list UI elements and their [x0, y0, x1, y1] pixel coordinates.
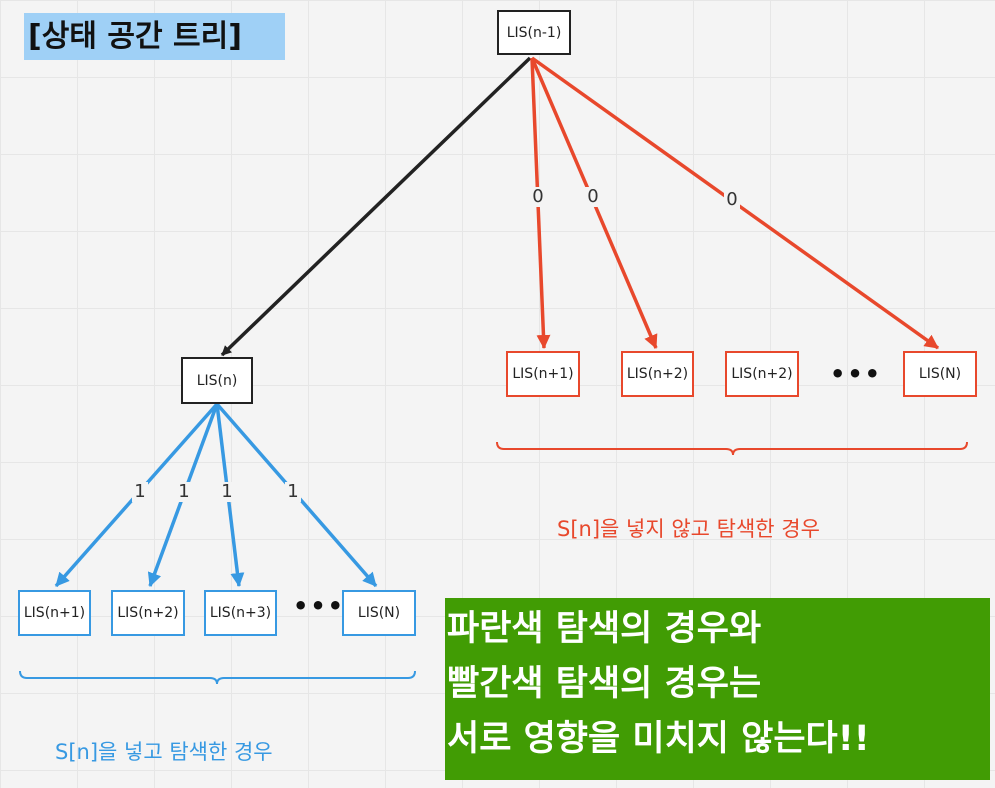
red-group-brace	[496, 441, 968, 456]
blue-edge-label-2: 1	[176, 482, 192, 502]
root-node: LIS(n-1)	[497, 10, 571, 55]
red-node-2: LIS(n+2)	[621, 351, 694, 397]
blue-branch-caption: S[n]을 넣고 탐색한 경우	[55, 740, 273, 764]
red-node-last: LIS(N)	[903, 351, 977, 397]
note-line-3: 서로 영향을 미치지 않는다!!	[447, 719, 870, 759]
blue-node-2: LIS(n+2)	[111, 590, 185, 636]
conclusion-note: 파란색 탐색의 경우와 빨간색 탐색의 경우는 서로 영향을 미치지 않는다!!	[445, 598, 990, 780]
red-edge-label-1: 0	[530, 187, 546, 207]
note-line-2: 빨간색 탐색의 경우는	[447, 664, 762, 704]
edge-root-to-lis-n	[220, 56, 532, 357]
blue-node-last: LIS(N)	[342, 590, 416, 636]
red-branch-caption: S[n]을 넣지 않고 탐색한 경우	[557, 517, 820, 541]
diagram-title: [상태 공간 트리]	[24, 13, 285, 60]
red-edge-label-2: 0	[585, 187, 601, 207]
note-line-1: 파란색 탐색의 경우와	[447, 609, 762, 649]
red-edge-label-3: 0	[724, 190, 740, 210]
blue-edge-label-4: 1	[285, 482, 301, 502]
blue-ellipsis: •••	[293, 592, 346, 620]
blue-edge-label-1: 1	[132, 482, 148, 502]
red-node-1: LIS(n+1)	[506, 351, 580, 397]
lis-n-node: LIS(n)	[181, 357, 253, 404]
red-node-3: LIS(n+2)	[725, 351, 799, 397]
blue-group-brace	[19, 670, 416, 685]
blue-node-3: LIS(n+3)	[204, 590, 277, 636]
blue-edge-label-3: 1	[219, 482, 235, 502]
red-ellipsis: •••	[830, 360, 883, 388]
blue-node-1: LIS(n+1)	[18, 590, 91, 636]
